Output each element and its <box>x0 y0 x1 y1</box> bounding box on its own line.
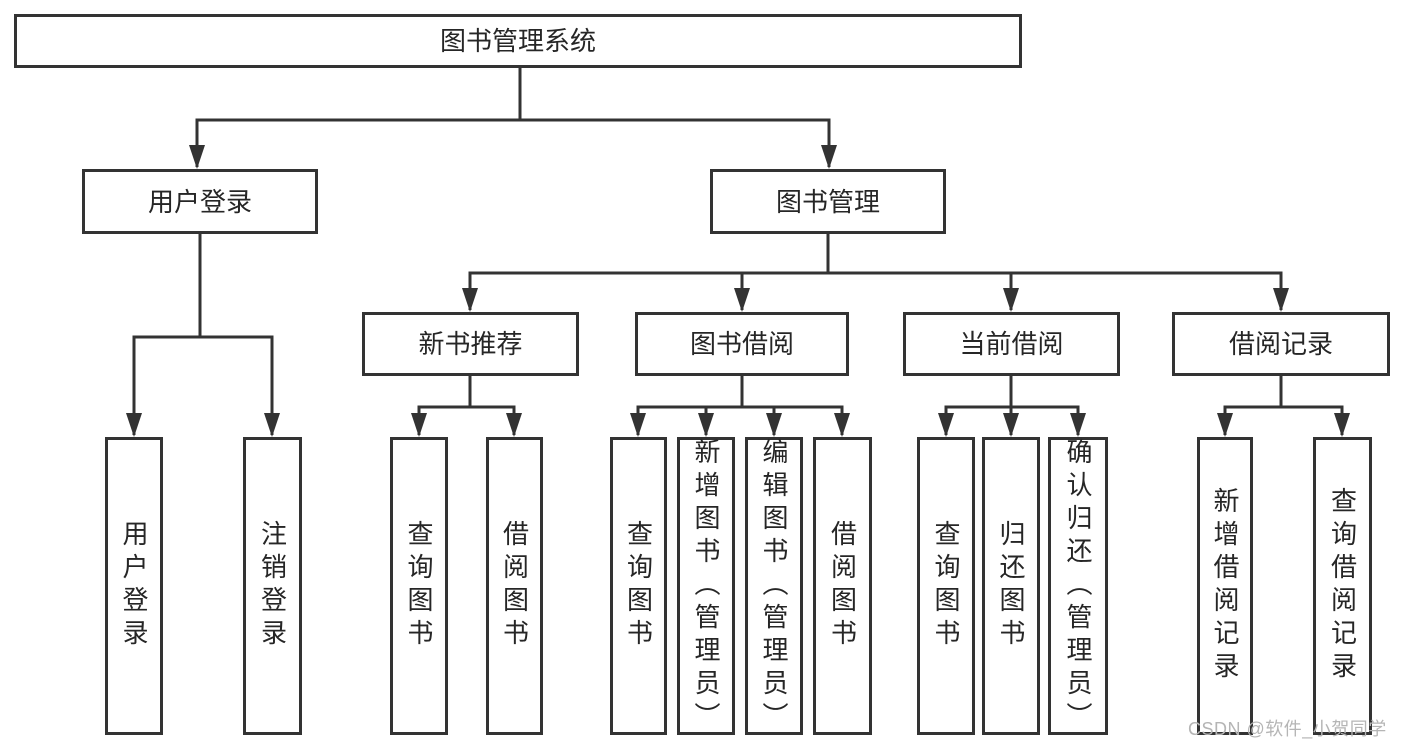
leaf-cb-confirm-return-admin-label: 确认归还（管理员） <box>1063 437 1093 735</box>
leaf-bb-query-books-label: 查询图书 <box>623 520 654 652</box>
leaf-nbr-borrow-books-label: 借阅图书 <box>499 520 530 652</box>
leaf-nbr-borrow-books: 借阅图书 <box>486 437 543 735</box>
leaf-bb-edit-book-admin: 编辑图书（管理员） <box>745 437 803 735</box>
leaf-user-login: 用户登录 <box>105 437 163 735</box>
leaf-bb-edit-book-admin-label: 编辑图书（管理员） <box>759 437 789 735</box>
leaf-logout-label: 注销登录 <box>257 520 288 652</box>
node-borrow-records: 借阅记录 <box>1172 312 1390 376</box>
leaf-bb-add-book-admin-label: 新增图书（管理员） <box>691 437 721 735</box>
leaf-cb-confirm-return-admin: 确认归还（管理员） <box>1048 437 1108 735</box>
leaf-bb-borrow-books: 借阅图书 <box>813 437 872 735</box>
leaf-br-add-record-label: 新增借阅记录 <box>1210 487 1240 685</box>
leaf-nbr-query-books: 查询图书 <box>390 437 448 735</box>
node-book-borrowing: 图书借阅 <box>635 312 849 376</box>
leaf-bb-borrow-books-label: 借阅图书 <box>827 520 858 652</box>
leaf-br-add-record: 新增借阅记录 <box>1197 437 1253 735</box>
leaf-br-query-record-label: 查询借阅记录 <box>1327 487 1358 685</box>
node-new-book-recommend: 新书推荐 <box>362 312 579 376</box>
leaf-bb-query-books: 查询图书 <box>610 437 667 735</box>
leaf-br-query-record: 查询借阅记录 <box>1313 437 1372 735</box>
node-current-borrowing: 当前借阅 <box>903 312 1120 376</box>
csdn-watermark: CSDN @软件_小贺同学 <box>1188 719 1387 739</box>
node-user-login: 用户登录 <box>82 169 318 234</box>
leaf-cb-query-books: 查询图书 <box>917 437 975 735</box>
node-root: 图书管理系统 <box>14 14 1022 68</box>
node-book-management: 图书管理 <box>710 169 946 234</box>
leaf-bb-add-book-admin: 新增图书（管理员） <box>677 437 735 735</box>
leaf-cb-return-books-label: 归还图书 <box>996 520 1026 652</box>
leaf-cb-return-books: 归还图书 <box>982 437 1040 735</box>
leaf-cb-query-books-label: 查询图书 <box>931 520 961 652</box>
leaf-user-login-label: 用户登录 <box>119 520 149 652</box>
leaf-logout: 注销登录 <box>243 437 302 735</box>
leaf-nbr-query-books-label: 查询图书 <box>404 520 434 652</box>
